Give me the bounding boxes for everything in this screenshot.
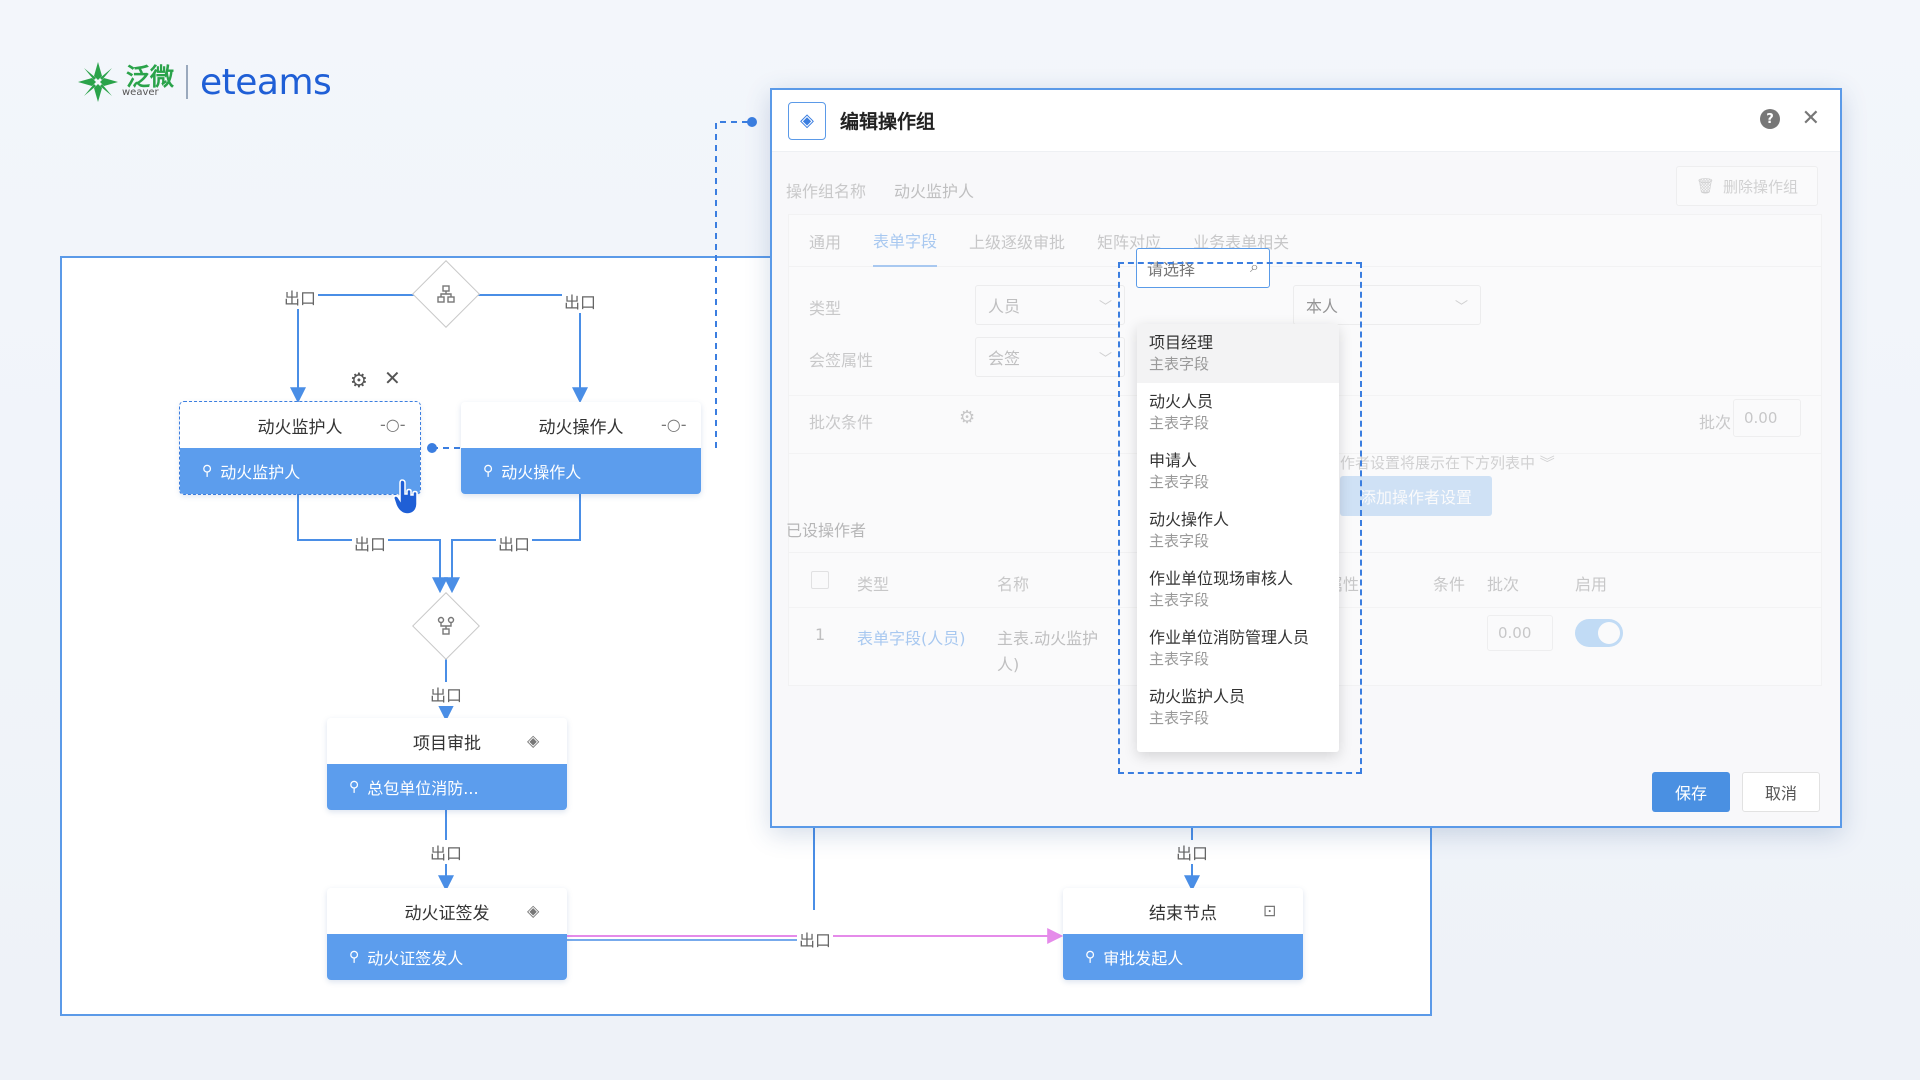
node-end[interactable]: 结束节点 ⊡ ⚲ 审批发起人: [1063, 888, 1303, 980]
dialog-title: 编辑操作组: [840, 111, 936, 133]
dialog-header: ◈ 编辑操作组 ? ✕: [772, 90, 1840, 152]
batch-label: 批次: [1699, 413, 1732, 432]
user-icon: ⚲: [349, 949, 360, 965]
tab-form-field[interactable]: 表单字段: [873, 215, 938, 267]
countersign-select[interactable]: 会签 ﹀: [975, 337, 1125, 377]
merge-icon: [422, 602, 470, 650]
node-fire-monitor[interactable]: 动火监护人 -○- ⚲ 动火监护人: [179, 401, 421, 495]
dropdown-option[interactable]: 动火操作人 主表字段: [1149, 510, 1230, 550]
hand-cursor-icon: [392, 478, 422, 520]
help-icon[interactable]: ?: [1760, 109, 1780, 129]
dropdown-option[interactable]: 作业单位消防管理人员 主表字段: [1149, 628, 1310, 668]
node-assignee: 总包单位消防...: [367, 779, 479, 798]
exit-label: 出口: [496, 531, 533, 555]
user-icon: ⚲: [483, 463, 494, 479]
field-search-input[interactable]: 请选择 ⌕: [1136, 248, 1270, 288]
exit-label: 出口: [797, 927, 834, 951]
node-title: 动火监护人: [257, 417, 343, 438]
node-title: 动火操作人: [538, 417, 624, 438]
configured-operators-label: 已设操作者: [786, 521, 867, 540]
node-assignee: 动火操作人: [501, 463, 582, 482]
logo: 泛微 weaver eteams: [74, 56, 332, 108]
search-icon: ⌕: [1250, 257, 1259, 276]
gear-icon[interactable]: ⚙: [350, 368, 368, 392]
weaver-logo-icon: [74, 58, 122, 106]
row-name: 主表.动火监护: [997, 629, 1099, 648]
layers-icon: ◈: [527, 731, 540, 750]
col-type: 类型: [857, 575, 890, 594]
dropdown-option[interactable]: 动火监护人员 主表字段: [1149, 687, 1246, 727]
user-icon: ⚲: [202, 463, 213, 479]
delete-group-button[interactable]: 🗑 删除操作组: [1676, 166, 1818, 206]
exit-label: 出口: [428, 840, 465, 864]
node-project-approval[interactable]: 项目审批 ◈ ⚲ 总包单位消防...: [327, 718, 567, 810]
brand-sub: weaver: [122, 87, 159, 98]
branch-icon: [422, 270, 470, 318]
node-permit-issue[interactable]: 动火证签发 ◈ ⚲ 动火证签发人: [327, 888, 567, 980]
exit-label: 出口: [352, 531, 389, 555]
close-icon[interactable]: ✕: [1801, 106, 1820, 131]
dropdown-option[interactable]: 动火人员 主表字段: [1149, 392, 1214, 432]
tab-bar: 通用 表单字段 上级逐级审批 矩阵对应 业务表单相关: [789, 215, 1821, 267]
exit-label: 出口: [428, 682, 465, 706]
close-icon[interactable]: ✕: [384, 366, 401, 390]
hint-text: 作者设置将展示在下方列表中 ︾: [1340, 454, 1555, 472]
tab-superior-approval[interactable]: 上级逐级审批: [969, 233, 1066, 252]
exit-label: 出口: [562, 289, 599, 313]
layers-icon: ◈: [788, 101, 826, 140]
brand-name: 泛微: [126, 63, 174, 91]
cancel-button[interactable]: 取消: [1742, 772, 1820, 812]
node-title: 动火证签发: [404, 903, 490, 924]
row-index: 1: [815, 625, 826, 644]
node-fire-operator[interactable]: 动火操作人 -○- ⚲ 动火操作人: [461, 402, 701, 494]
trash-icon: 🗑: [1695, 177, 1716, 195]
user-icon: ⚲: [1085, 949, 1096, 965]
group-name-value: 动火监护人: [894, 182, 975, 201]
stop-icon: ⊡: [1263, 901, 1277, 920]
dropdown-highlight-frame: [1118, 262, 1362, 774]
node-title: 项目审批: [413, 733, 481, 754]
save-button[interactable]: 保存: [1652, 772, 1730, 812]
exit-label: 出口: [282, 285, 319, 309]
col-condition: 条件: [1433, 575, 1466, 594]
add-operator-button[interactable]: 添加操作者设置: [1340, 476, 1492, 516]
tab-general[interactable]: 通用: [809, 233, 842, 252]
chevron-down-icon: ﹀: [1454, 300, 1468, 315]
chevron-down-icon: ﹀: [1098, 300, 1112, 315]
select-all-checkbox[interactable]: [811, 571, 829, 589]
exit-label: 出口: [1174, 840, 1211, 864]
chevron-down-icon: ﹀: [1098, 352, 1112, 367]
node-assignee: 审批发起人: [1103, 949, 1184, 968]
row-batch-input[interactable]: 0.00: [1487, 615, 1553, 651]
col-enabled: 启用: [1575, 575, 1608, 594]
enabled-toggle[interactable]: [1575, 619, 1623, 647]
dropdown-option[interactable]: 项目经理 主表字段: [1137, 324, 1339, 383]
dropdown-option[interactable]: 作业单位现场审核人 主表字段: [1149, 569, 1294, 609]
user-icon: ⚲: [349, 779, 360, 795]
col-batch: 批次: [1487, 575, 1520, 594]
product-name: eteams: [200, 61, 332, 103]
node-assignee: 动火证签发人: [367, 949, 464, 968]
logo-divider: [186, 65, 188, 99]
type-select[interactable]: 人员 ﹀: [975, 285, 1125, 325]
row-name-cont: 人): [997, 655, 1020, 674]
group-name-label: 操作组名称: [786, 182, 867, 201]
dropdown-option[interactable]: 申请人 主表字段: [1149, 451, 1210, 491]
type-label: 类型: [809, 299, 842, 318]
gear-icon[interactable]: ⚙: [959, 407, 976, 428]
layers-icon: ◈: [527, 901, 540, 920]
countersign-label: 会签属性: [809, 351, 874, 370]
field-dropdown: 项目经理 主表字段 动火人员 主表字段 申请人 主表字段 动火操作人 主表字段 …: [1137, 324, 1339, 752]
batch-condition-label: 批次条件: [809, 413, 874, 432]
batch-input[interactable]: 0.00: [1733, 399, 1801, 437]
connector-icon: -○-: [380, 415, 406, 434]
connector-icon: -○-: [661, 415, 687, 434]
row-type-link[interactable]: 表单字段(人员): [857, 629, 966, 648]
node-assignee: 动火监护人: [220, 463, 301, 482]
node-title: 结束节点: [1149, 903, 1217, 924]
col-name: 名称: [997, 575, 1030, 594]
